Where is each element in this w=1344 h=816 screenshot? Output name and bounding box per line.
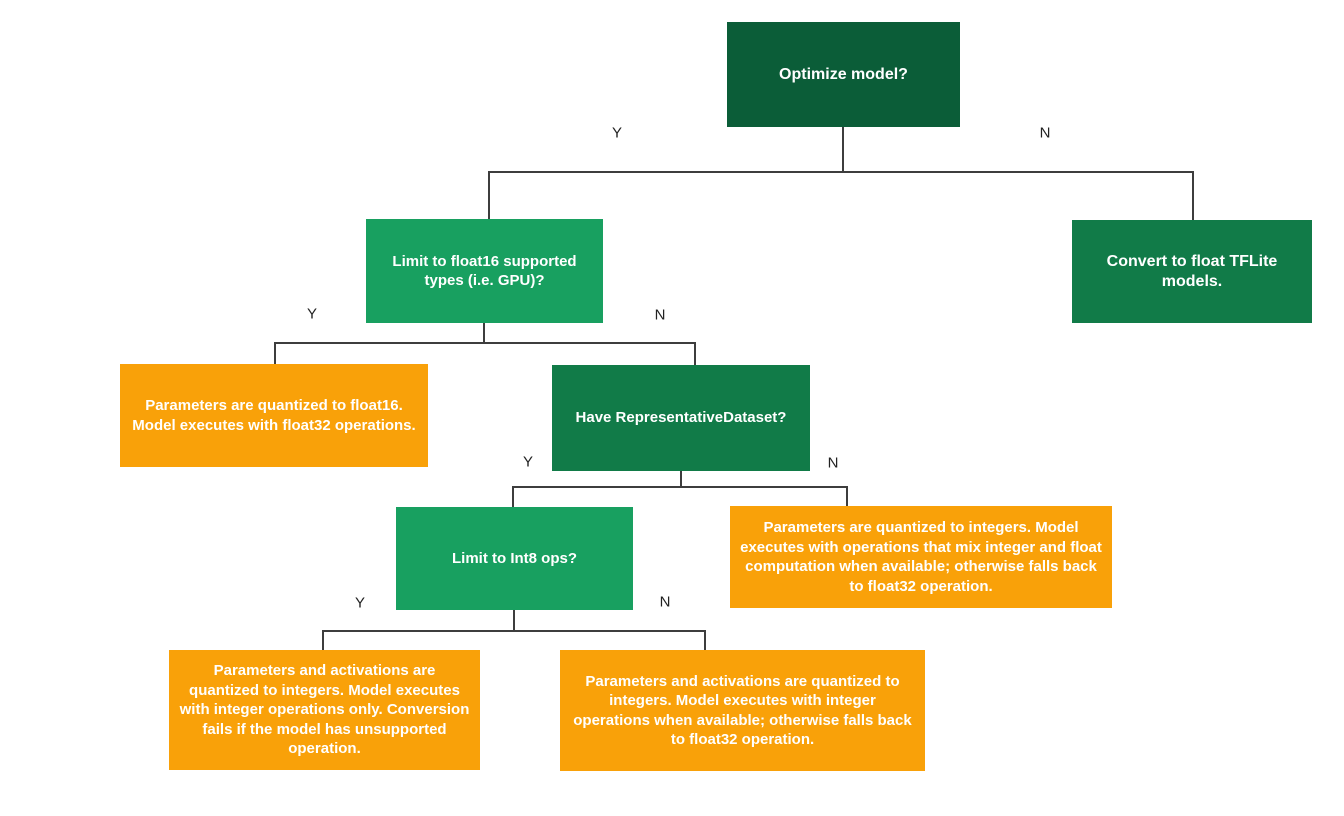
connector-line	[483, 323, 485, 344]
edge-label-no: N	[827, 454, 839, 472]
edge-label-yes: Y	[522, 453, 534, 471]
connector-line	[488, 171, 490, 220]
node-mixed-int-float-result: Parameters are quantized to integers. Mo…	[730, 506, 1112, 608]
connector-line	[512, 486, 848, 488]
connector-line	[513, 610, 515, 632]
connector-line	[1192, 171, 1194, 221]
connector-line	[680, 471, 682, 488]
connector-line	[322, 630, 324, 651]
edge-label-yes: Y	[306, 305, 318, 323]
edge-label-yes: Y	[611, 124, 623, 142]
connector-line	[704, 630, 706, 651]
connector-line	[842, 127, 844, 172]
connector-line	[694, 342, 696, 366]
edge-label-no: N	[659, 593, 671, 611]
node-limit-int8-ops: Limit to Int8 ops?	[396, 507, 633, 610]
connector-line	[488, 171, 1194, 173]
node-int-only-result: Parameters and activations are quantized…	[169, 650, 480, 770]
edge-label-no: N	[1039, 124, 1051, 142]
connector-line	[512, 486, 514, 508]
node-float16-result: Parameters are quantized to float16. Mod…	[120, 364, 428, 467]
node-have-representative-dataset: Have RepresentativeDataset?	[552, 365, 810, 471]
connector-line	[846, 486, 848, 507]
connector-line	[274, 342, 696, 344]
node-convert-float-tflite: Convert to float TFLite models.	[1072, 220, 1312, 323]
edge-label-no: N	[654, 306, 666, 324]
node-limit-float16: Limit to float16 supported types (i.e. G…	[366, 219, 603, 323]
connector-line	[322, 630, 706, 632]
node-optimize-model: Optimize model?	[727, 22, 960, 127]
connector-line	[274, 342, 276, 365]
node-int-fallback-float32-result: Parameters and activations are quantized…	[560, 650, 925, 771]
edge-label-yes: Y	[354, 594, 366, 612]
